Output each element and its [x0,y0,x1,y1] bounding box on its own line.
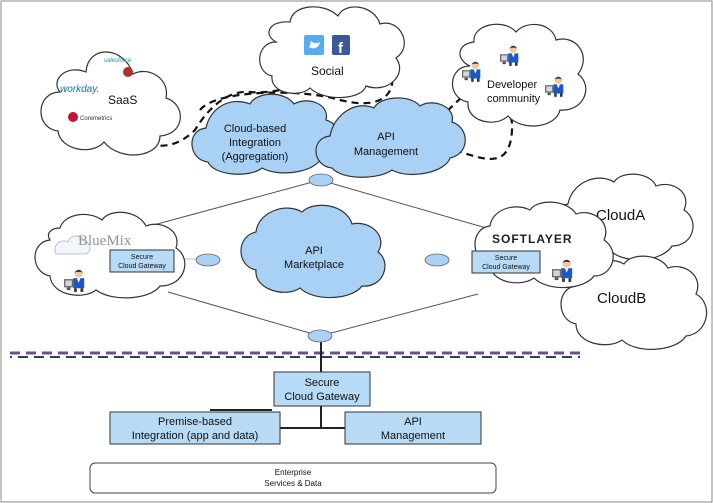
logo-badge-icon [123,67,133,77]
connector-node [424,253,450,267]
integration-label-line3: (Aggregation) [222,151,289,163]
api-marketplace-cloud: API Marketplace [240,204,386,299]
svg-text:f: f [338,40,344,57]
developer-label-line2: community [487,93,541,105]
cloud-api-management-cloud: API Management [315,97,466,178]
premise-integration-line1: Premise-based [158,416,232,428]
connector-node [307,329,333,343]
developer-community-cloud: Developer community [451,23,587,127]
softlayer-gateway-line1: Secure [495,255,517,262]
marketplace-label-line1: API [305,245,323,257]
cloud-a-label: CloudA [596,207,645,224]
salesforce-logo: salesforce [104,58,132,64]
saas-cloud: salesforce workday. Coremetrics SaaS [40,51,181,156]
api-mgmt-label-line2: Management [354,146,418,158]
connector-node [308,173,334,187]
bluemix-gateway-line2: Cloud Gateway [118,263,166,270]
premise-secure-gateway: Secure Cloud Gateway [273,371,371,407]
premise-api-management-box: API Management [344,411,482,445]
enterprise-line1: Enterprise [275,468,312,477]
connector-node [195,253,221,267]
softlayer-logo: SOFTLAYER [492,232,573,246]
coremetrics-logo: Coremetrics [80,116,112,122]
bluemix-cloud-icon [54,235,91,255]
cloud-b-label: CloudB [597,290,646,307]
bluemix-secure-gateway: Secure Cloud Gateway [109,249,175,273]
marketplace-label-line2: Marketplace [284,259,344,271]
premise-connectors [210,406,345,429]
enterprise-services-box: Enterprise Services & Data [89,462,497,494]
bluemix-label: BlueMix [78,233,132,249]
workday-logo: workday. [60,84,99,95]
softlayer-gateway-line2: Cloud Gateway [482,264,530,271]
premise-integration-line2: Integration (app and data) [132,430,259,442]
premise-gateway-line2: Cloud Gateway [284,391,360,403]
social-label: Social [311,64,344,78]
premise-api-line1: API [404,416,422,428]
cloud-b: CloudB [560,255,708,350]
premise-api-line2: Management [381,430,445,442]
api-mgmt-label-line1: API [377,131,395,143]
connector-lines [134,179,501,337]
softlayer-secure-gateway: Secure Cloud Gateway [471,250,541,274]
coremetrics-logo-icon [68,112,78,122]
saas-label: SaaS [108,93,137,107]
bluemix-gateway-line1: Secure [131,254,153,261]
social-cloud: f Social [259,6,405,99]
premise-gateway-line1: Secure [305,377,340,389]
developer-label-line1: Developer [487,79,537,91]
facebook-icon [332,35,350,55]
enterprise-boundary-line [10,351,580,358]
integration-label-line1: Cloud-based [224,123,286,135]
integration-label-line2: Integration [229,137,281,149]
premise-integration-box: Premise-based Integration (app and data) [109,411,281,445]
enterprise-line2: Services & Data [264,479,322,488]
cloud-integration-cloud: Cloud-based Integration (Aggregation) [191,93,341,175]
softlayer-cloud: SOFTLAYER [474,201,614,289]
